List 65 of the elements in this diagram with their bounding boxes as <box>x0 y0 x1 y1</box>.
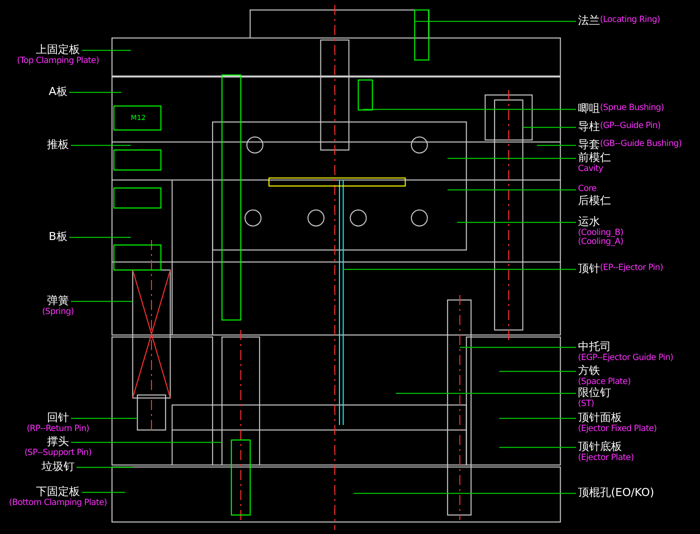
part-name: 顶棍孔(EO/KO) <box>578 487 654 500</box>
part-name: 唧咀 <box>578 103 600 116</box>
leader-line <box>522 126 576 128</box>
leader-line <box>447 158 576 159</box>
part-name-english: (Locating Ring) <box>600 16 660 26</box>
part-name: 垃圾钉 <box>42 461 74 474</box>
part-name-english: (GP--Guide Pin) <box>600 122 660 132</box>
part-name: 中托司 <box>578 341 611 354</box>
part-name-english: Core <box>578 185 596 195</box>
leader-line <box>414 20 576 22</box>
leader-line <box>68 92 122 93</box>
leader-line <box>342 268 576 270</box>
part-name: 前模仁 <box>578 152 611 164</box>
leader-line <box>76 466 134 468</box>
leader-line <box>459 346 576 348</box>
part-name: 方铁 <box>578 365 600 378</box>
leader-line <box>498 446 576 448</box>
part-name-english: (Sprue Bushing) <box>600 104 664 114</box>
leader-line <box>353 492 576 494</box>
leader-line <box>68 236 132 238</box>
part-name-english: (Cooling_A) <box>578 238 624 248</box>
leader-line <box>82 50 132 51</box>
leader-line <box>70 300 134 302</box>
leader-line <box>70 418 138 419</box>
part-name-english: (Top Clamping Plate) <box>17 56 99 66</box>
part-name: 弹簧 <box>47 295 69 308</box>
part-name: 回针 <box>47 412 69 424</box>
part-name-english: (GB--Guide Bushing) <box>600 140 682 150</box>
part-name-english: (Ejector Fixed Plate) <box>578 424 657 434</box>
part-name: 撑头 <box>47 436 69 448</box>
part-name: 法兰 <box>578 15 600 28</box>
part-name-english: (Spring) <box>42 308 74 318</box>
part-name: 限位钉 <box>578 387 611 400</box>
part-name-english: (EP--Ejector Pin) <box>600 264 664 274</box>
part-name: 顶针底板 <box>578 441 622 454</box>
part-name-english: (EGP--Ejector Guide Pin) <box>578 354 674 364</box>
leader-line <box>70 442 222 443</box>
part-name: A板 <box>48 86 68 99</box>
part-name-english: (Cooling_B) <box>578 228 624 238</box>
leader-line <box>498 418 576 419</box>
part-name: 运水 <box>578 216 600 228</box>
part-name: 导柱 <box>578 121 600 134</box>
part-name: 后模仁 <box>578 194 611 208</box>
leader-line <box>362 108 576 110</box>
leader-line <box>70 144 132 146</box>
part-name: 顶针面板 <box>578 412 622 424</box>
part-name-english: Cavity <box>578 164 604 174</box>
part-name: 上固定板 <box>36 44 80 56</box>
leader-line <box>395 392 576 394</box>
part-name-english: (Space Plate) <box>578 378 631 387</box>
leader-line <box>82 492 126 493</box>
part-name-english: (RP--Return Pin) <box>26 424 90 434</box>
part-name: 导套 <box>578 139 600 152</box>
leader-line <box>498 370 576 372</box>
part-name-english: (Bottom Clamping Plate) <box>9 498 107 508</box>
leader-line <box>447 189 576 190</box>
leader-line <box>456 222 576 223</box>
part-name-english: (Ejector Plate) <box>578 454 634 464</box>
leader-line <box>536 144 576 146</box>
part-name-english: (SP--Support Pin) <box>24 448 92 458</box>
part-name: B板 <box>48 231 68 244</box>
part-name: 下固定板 <box>36 486 80 498</box>
part-name: 顶针 <box>578 263 600 276</box>
part-name: 推板 <box>47 139 69 152</box>
part-name-english: (ST) <box>578 400 594 410</box>
